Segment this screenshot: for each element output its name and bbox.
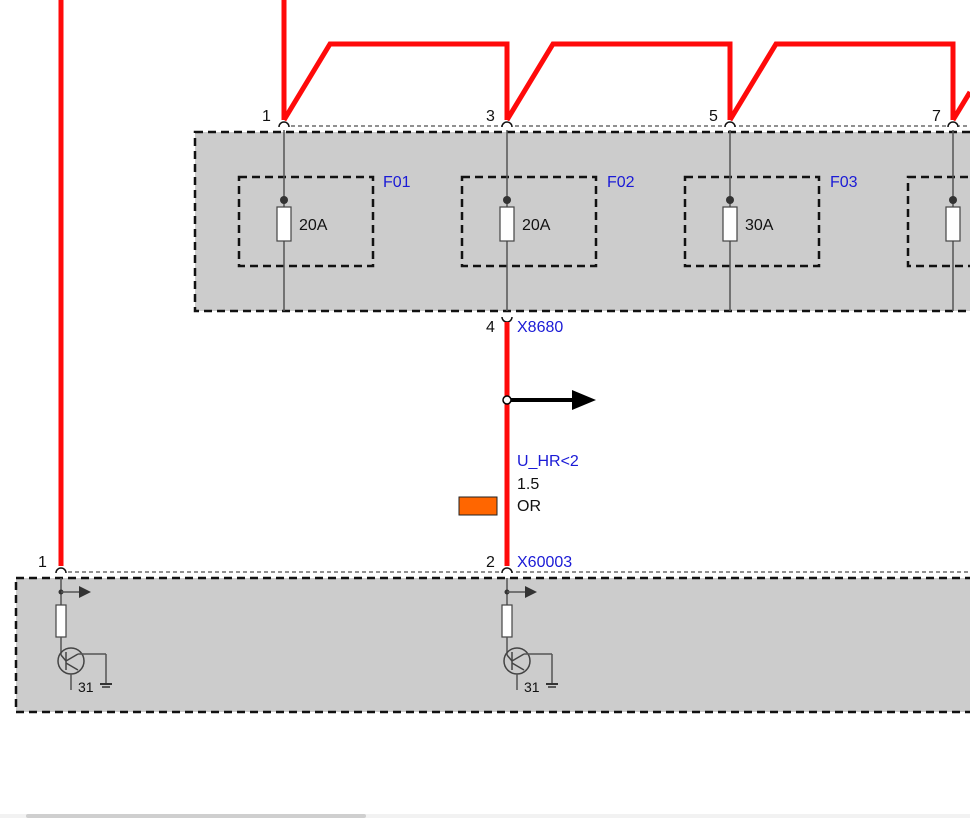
- fuse-f01-rating: 20A: [299, 217, 328, 234]
- fuse-box-pin-1-label: 1: [262, 108, 271, 125]
- splice-point[interactable]: [502, 390, 596, 410]
- wire-signal-name: U_HR<2: [517, 453, 579, 470]
- control-unit-pin-2[interactable]: 2 X60003: [486, 554, 572, 574]
- input-circuit-1: 31: [55, 578, 112, 695]
- control-unit-pin-2-label: 2: [486, 554, 495, 571]
- fuse-box-pin-3-label: 3: [486, 108, 495, 125]
- fuse-box-pin-7[interactable]: 7: [932, 108, 959, 128]
- signal-arrow-icon: [79, 586, 91, 598]
- ground-label-2: 31: [524, 679, 540, 695]
- arrow-right-icon: [572, 390, 596, 410]
- wire-color-swatch: [458, 496, 498, 516]
- wire-color-code: OR: [517, 498, 541, 515]
- connector-x60003-label: X60003: [517, 554, 572, 571]
- fuse-box-pin-3[interactable]: 3: [486, 108, 513, 128]
- fuse-box-pin-5-label: 5: [709, 108, 718, 125]
- fuse-f02-name: F02: [607, 174, 635, 191]
- feed-wire-pin-1-to-3: [281, 41, 510, 122]
- control-unit-pin-1[interactable]: 1: [38, 554, 67, 574]
- fuse-box-pin-5[interactable]: 5: [709, 108, 736, 128]
- control-unit-pin-1-label: 1: [38, 554, 47, 571]
- resistor-icon: [501, 604, 513, 638]
- output-pin-label: 4: [486, 319, 495, 336]
- fuse-f03[interactable]: F03 30A: [683, 130, 858, 311]
- resistor-icon: [55, 604, 67, 638]
- fuse-box-output-pin[interactable]: 4 X8680: [486, 316, 563, 336]
- connector-x8680-label: X8680: [517, 319, 563, 336]
- signal-arrow-icon: [525, 586, 537, 598]
- fuse-f02-rating: 20A: [522, 217, 551, 234]
- horizontal-scrollbar-thumb[interactable]: [26, 814, 366, 818]
- fuse-f04-partial[interactable]: [906, 130, 970, 311]
- fuse-box-pin-7-label: 7: [932, 108, 941, 125]
- fuse-box-pin-1[interactable]: 1: [262, 108, 290, 128]
- fuse-f02[interactable]: F02 20A: [460, 130, 635, 311]
- feed-wire-pin-3-to-5: [504, 41, 733, 122]
- ground-label-1: 31: [78, 679, 94, 695]
- wire-gauge: 1.5: [517, 476, 539, 493]
- feed-wire-pin-7-onward: [950, 90, 970, 122]
- fuse-box-module: [193, 130, 970, 313]
- fuse-f01-name: F01: [383, 174, 411, 191]
- fuse-f01[interactable]: F01 20A: [237, 130, 411, 311]
- horizontal-scrollbar[interactable]: [0, 814, 970, 818]
- input-circuit-2: 31: [501, 578, 558, 695]
- fuse-f03-rating: 30A: [745, 217, 774, 234]
- fuse-f03-name: F03: [830, 174, 858, 191]
- control-unit-module: [14, 576, 970, 714]
- feed-wire-pin-5-to-7: [727, 41, 956, 122]
